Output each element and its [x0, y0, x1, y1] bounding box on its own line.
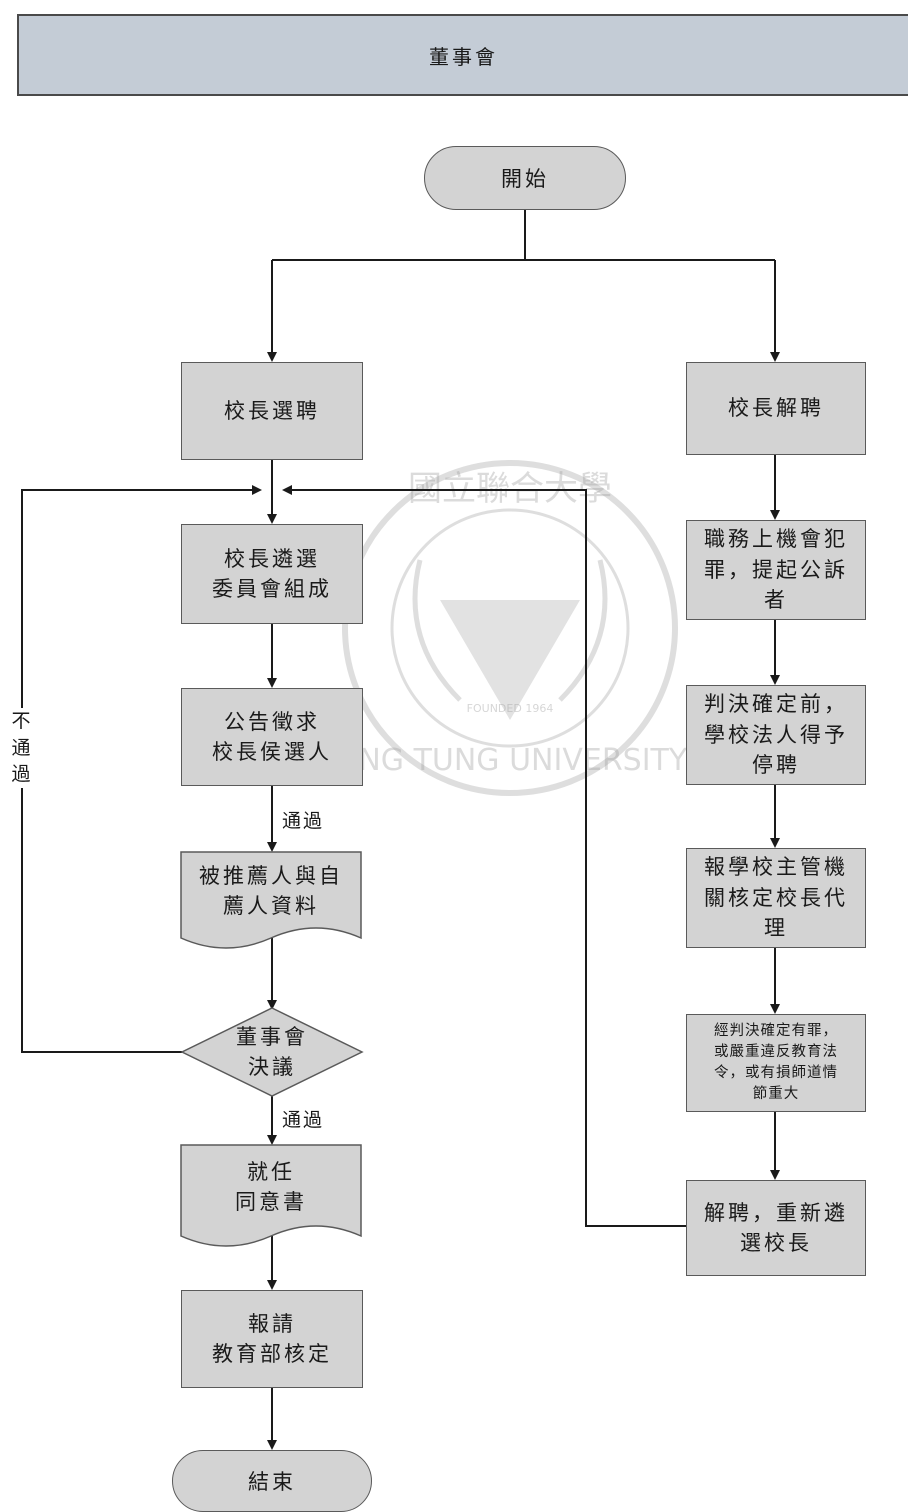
- board-title: 董事會: [429, 44, 498, 69]
- announce-candidates-box: 公告徵求 校長侯選人: [181, 688, 363, 786]
- guilty-verdict-box: 經判決確定有罪， 或嚴重違反教育法 令，或有損師道情 節重大: [686, 1014, 866, 1112]
- board-decision-diamond: [180, 1007, 364, 1097]
- criminal-indictment-box: 職務上機會犯 罪，提起公訴 者: [686, 520, 866, 620]
- watermark-founded-text: FOUNDED 1964: [467, 702, 554, 715]
- nominee-docs-shape: [180, 851, 362, 949]
- principal-dismissal-box: 校長解聘: [686, 362, 866, 455]
- search-committee-box: 校長遴選 委員會組成: [181, 524, 363, 624]
- board-decision-label: 董事會 決議: [236, 1024, 308, 1079]
- edge-label-pass-decision: 通過: [282, 1105, 325, 1132]
- edge-label-fail: 不 通 過: [10, 708, 32, 788]
- watermark-bottom-text: LING TUNG UNIVERSITY: [333, 743, 688, 778]
- edge-label-pass-announce: 通過: [282, 806, 325, 833]
- acting-principal-box: 報學校主管機 關核定校長代 理: [686, 848, 866, 948]
- nominee-docs-label: 被推薦人與自 薦人資料: [199, 863, 343, 918]
- principal-selection-box: 校長選聘: [181, 362, 363, 460]
- swimlane-header: 董事會: [17, 14, 908, 96]
- report-ministry-box: 報請 教育部核定: [181, 1290, 363, 1388]
- dismiss-reselect-box: 解聘，重新遴 選校長: [686, 1180, 866, 1276]
- start-terminal: 開始: [424, 146, 626, 210]
- consent-doc-shape: [180, 1144, 362, 1247]
- suspension-box: 判決確定前， 學校法人得予 停聘: [686, 685, 866, 785]
- consent-doc-label: 就任 同意書: [235, 1159, 307, 1214]
- end-terminal: 結束: [172, 1450, 372, 1512]
